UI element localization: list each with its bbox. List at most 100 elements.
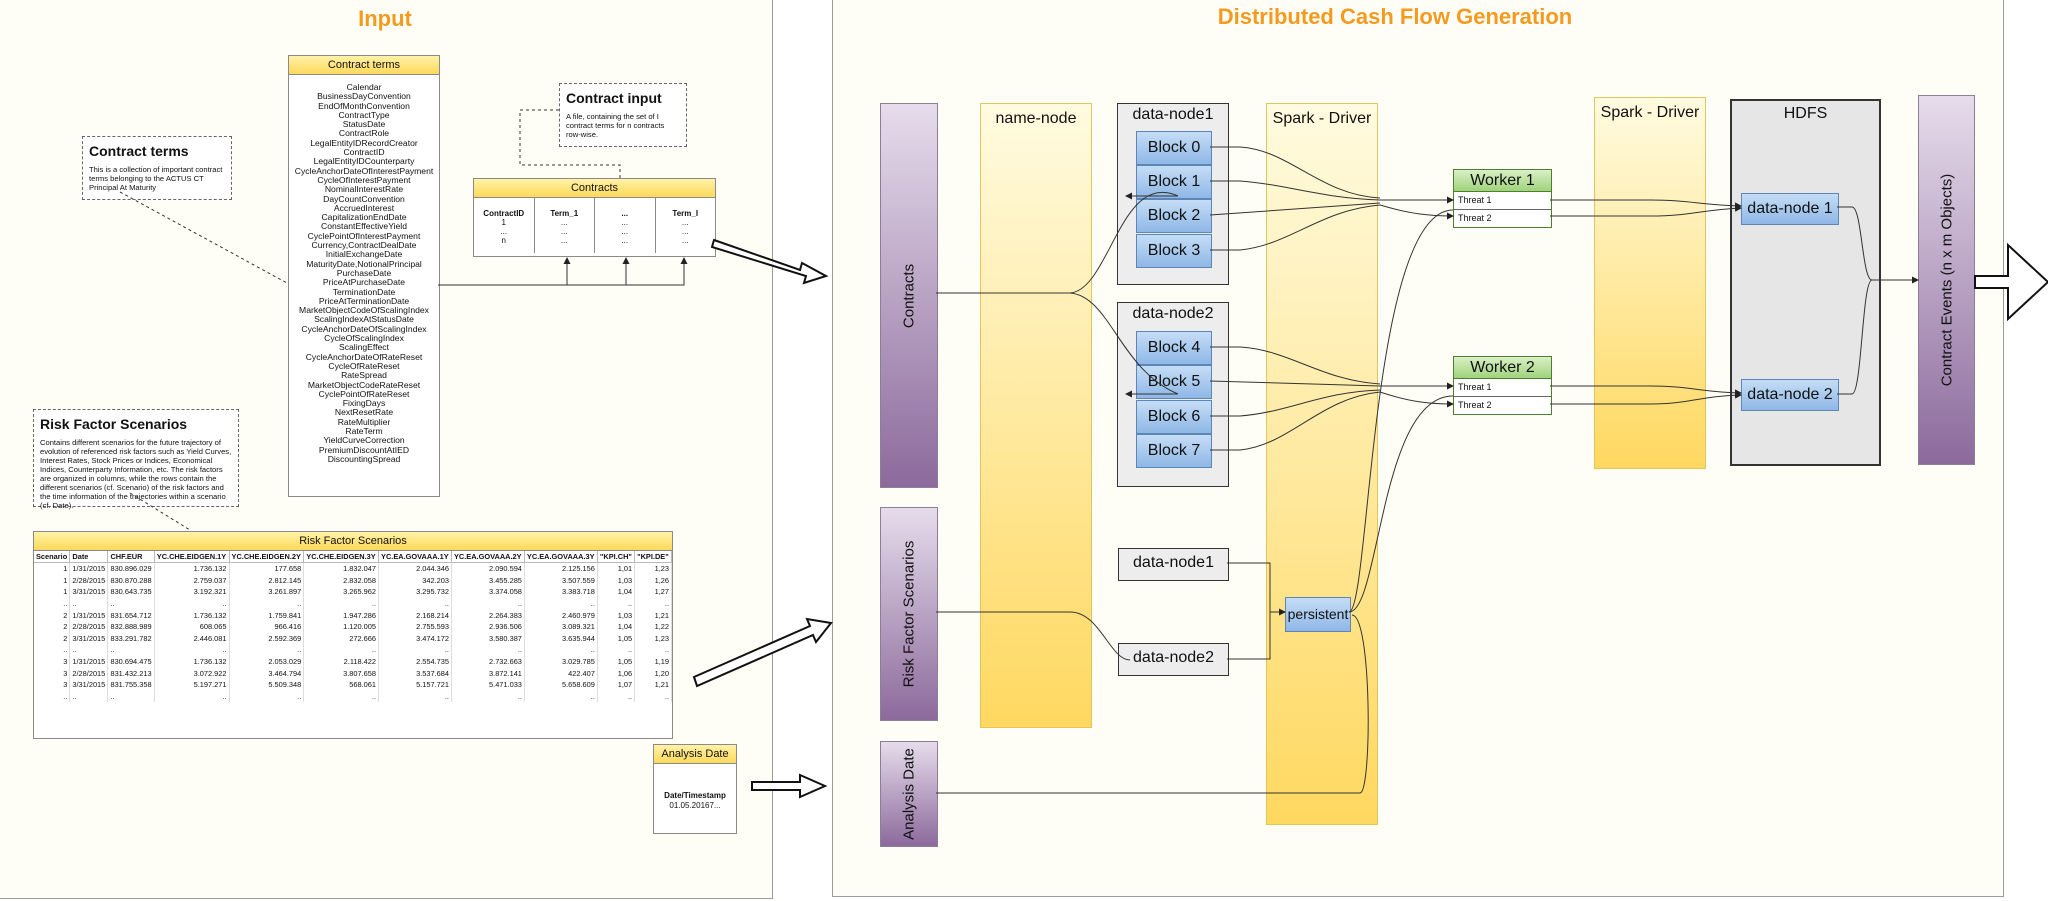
contract-term-item: CapitalizationEndDate	[321, 212, 407, 223]
contract-term-item: InitialExchangeDate	[325, 249, 403, 260]
worker-2: Worker 2 Threat 1 Threat 2	[1453, 356, 1552, 415]
contract-terms-note-title: Contract terms	[89, 143, 189, 159]
table-cell: 3.635.944	[524, 632, 598, 645]
contracts-cell: ...	[560, 218, 568, 227]
risk-factor-column-header: YC.CHE.EIDGEN.3Y	[303, 551, 380, 563]
contract-term-item: RateSpread	[341, 370, 387, 381]
table-cell: 830.896.029	[107, 562, 155, 575]
contract-term-item: RateTerm	[345, 425, 383, 436]
contracts-column-header: ...	[621, 209, 629, 218]
risk-factor-column-header: YC.EA.GOVAAA.1Y	[378, 551, 452, 563]
table-cell: 3.537.684	[378, 667, 452, 679]
table-cell: 1,07	[597, 678, 636, 691]
worker-1-thread-2: Threat 2	[1458, 213, 1492, 223]
contracts-cell: ...	[681, 218, 689, 227]
contract-term-item: YieldCurveCorrection	[323, 435, 405, 446]
table-cell: 1/31/2015	[69, 655, 109, 668]
block-1: Block 1	[1136, 165, 1212, 199]
table-cell: 2.759.037	[154, 574, 230, 587]
table-cell: 830.643.735	[107, 586, 155, 598]
table-cell: ..	[524, 644, 598, 656]
table-cell: 3.072.922	[154, 667, 230, 679]
contracts-column: Term_I.........	[656, 198, 716, 253]
table-cell: 966.416	[229, 620, 305, 633]
table-cell: 830.694.475	[107, 655, 155, 668]
risk-factor-column-header: Scenario	[34, 551, 71, 563]
analysis-date-label: Date/Timestamp	[664, 791, 726, 800]
contracts-column-header: ContractID	[483, 209, 525, 218]
table-cell: ..	[303, 597, 380, 610]
table-cell: 3.295.732	[378, 586, 452, 598]
table-cell: ..	[69, 597, 109, 610]
table-cell: 3.192.321	[154, 586, 230, 598]
table-cell: 5.471.033	[451, 678, 525, 691]
table-cell: 422.407	[524, 667, 598, 679]
table-cell: ..	[378, 597, 452, 610]
contract-term-item: ContractType	[338, 109, 390, 120]
hdfs-data-node-2: data-node 2	[1741, 379, 1839, 411]
hdfs-data-node-1: data-node 1	[1741, 193, 1839, 225]
table-cell: 2/28/2015	[69, 620, 109, 633]
table-cell: ..	[107, 690, 155, 703]
risk-factor-column-header: YC.CHE.EIDGEN.1Y	[154, 551, 230, 563]
contracts-column-header: Term_I	[672, 209, 699, 218]
table-cell: 3.261.897	[229, 586, 305, 598]
table-cell: 2.264.383	[451, 609, 525, 621]
table-cell: 1,23	[634, 562, 672, 575]
contract-term-item: TerminationDate	[332, 286, 396, 297]
table-cell: 3.474.172	[378, 632, 452, 645]
contract-term-item: PriceAtTerminationDate	[318, 295, 410, 306]
table-cell: 2.755.593	[378, 620, 452, 633]
table-cell: ..	[34, 597, 71, 610]
risk-factor-column-header: YC.EA.GOVAAA.3Y	[524, 551, 598, 563]
table-cell: 1,23	[634, 632, 672, 645]
table-cell: 3.507.559	[524, 574, 598, 587]
table-cell: 1.736.132	[154, 562, 230, 575]
contract-term-item: ConstantEffectiveYield	[321, 221, 407, 232]
risk-factor-note-body: Contains different scenarios for the fut…	[40, 438, 232, 510]
contracts-table-header: Contracts	[474, 179, 715, 198]
table-cell: ..	[69, 690, 109, 703]
contract-term-item: CycleAnchorDateOfRateReset	[305, 351, 423, 362]
table-cell: 1,27	[634, 586, 672, 598]
table-cell: ..	[634, 597, 672, 610]
table-cell: 3.029.785	[524, 655, 598, 668]
table-cell: 3.374.058	[451, 586, 525, 598]
lower-data-node2-label: data-node2	[1133, 649, 1214, 666]
contract-input-note-title: Contract input	[566, 90, 662, 106]
table-cell: 3.580.387	[451, 632, 525, 645]
spark-driver-column-2: Spark - Driver	[1594, 97, 1706, 469]
table-cell: 5.509.348	[229, 678, 305, 691]
table-cell: 342.203	[378, 574, 452, 587]
table-cell: ..	[451, 690, 525, 703]
risk-factor-column-header: Date	[69, 551, 109, 563]
table-cell: 1,21	[634, 678, 672, 691]
table-cell: ..	[378, 644, 452, 656]
contract-term-item: MarketObjectCodeOfScalingIndex	[299, 305, 429, 316]
contract-term-item: CyclePointOfRateReset	[318, 388, 410, 399]
worker-2-thread-1: Threat 1	[1454, 379, 1551, 397]
risk-factor-bar: Risk Factor Scenarios	[880, 507, 938, 721]
table-cell: ..	[34, 644, 71, 656]
table-row: ......................	[34, 644, 672, 656]
table-cell: 177.658	[229, 562, 305, 575]
contract-term-item: MarketObjectCodeRateReset	[307, 379, 421, 390]
contracts-cell: ...	[621, 236, 629, 245]
table-cell: ..	[34, 690, 71, 703]
worker-2-title: Worker 2	[1454, 357, 1551, 379]
persistent-block: persistent	[1285, 597, 1351, 632]
contracts-cell: n	[501, 236, 506, 245]
table-cell: 2.554.735	[378, 655, 452, 668]
analysis-date-box: Analysis Date Date/Timestamp 01.05.20167…	[653, 744, 737, 834]
contract-term-item: CycleOfScalingIndex	[324, 333, 404, 344]
table-cell: 1,20	[634, 667, 672, 679]
table-cell: ..	[154, 644, 230, 656]
table-cell: 1,21	[634, 609, 672, 621]
worker-1-thread-1: Threat 1	[1454, 192, 1551, 210]
